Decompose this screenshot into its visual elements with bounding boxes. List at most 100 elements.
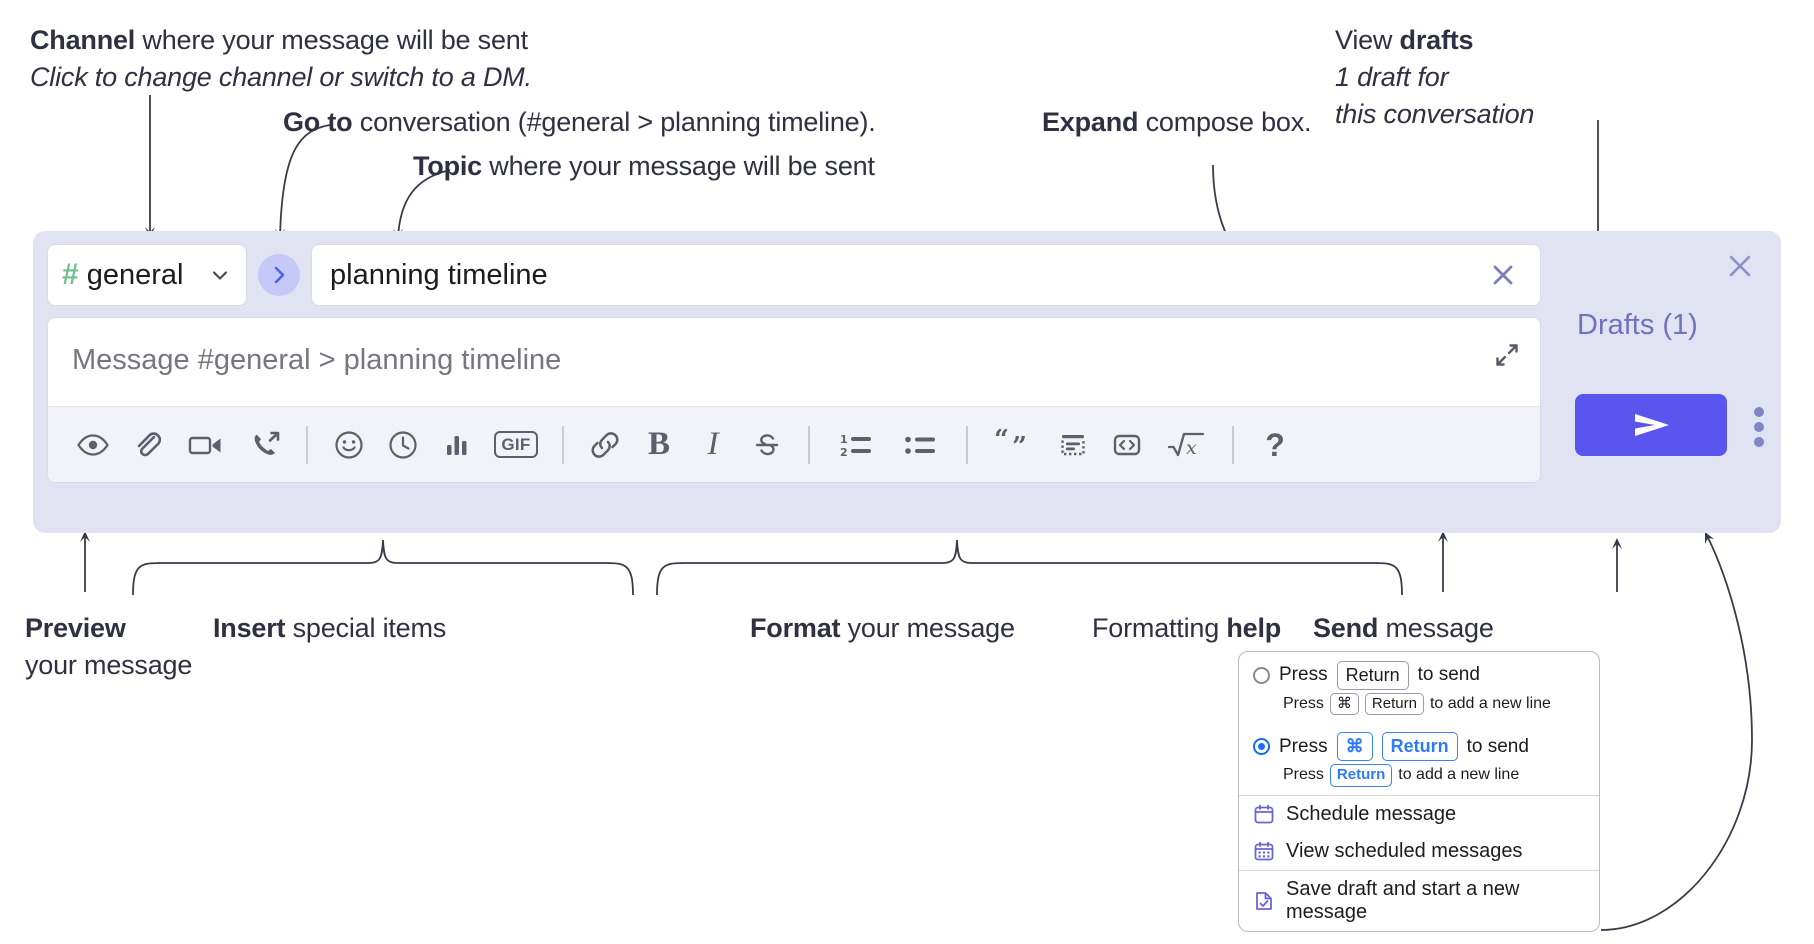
- formatting-help-icon[interactable]: ?: [1248, 418, 1302, 472]
- annotation-insert-rest: special items: [285, 613, 447, 643]
- menu-item-label: Save draft and start a new message: [1286, 877, 1520, 923]
- menu-option-cmd-return-to-send[interactable]: Press ⌘ Return to send: [1239, 723, 1599, 763]
- annotation-expand: Expand compose box.: [1042, 104, 1312, 141]
- italic-label: I: [707, 426, 719, 462]
- key-return: Return: [1329, 763, 1393, 787]
- calendar-grid-icon: [1253, 840, 1275, 862]
- annotation-goto-rest: conversation (#general > planning timeli…: [352, 107, 876, 137]
- annotation-drafts-italic2: this conversation: [1335, 99, 1535, 129]
- menu-item-label: Schedule message: [1286, 802, 1457, 825]
- bar-chart-icon[interactable]: [430, 418, 484, 472]
- annotation-channel: Channel where your message will be sent …: [30, 22, 532, 96]
- annotation-channel-bold: Channel: [30, 25, 136, 55]
- audio-call-icon[interactable]: [238, 418, 292, 472]
- menu-option1-press: Press: [1279, 664, 1328, 686]
- menu-option2-sub-tail: to add a new line: [1398, 766, 1520, 784]
- chevron-right-icon: [274, 266, 285, 284]
- link-icon[interactable]: [578, 418, 632, 472]
- message-placeholder: Message #general > planning timeline: [72, 344, 562, 376]
- annotation-help-bold: help: [1226, 613, 1282, 643]
- svg-text:1: 1: [840, 433, 848, 446]
- video-camera-icon[interactable]: [174, 418, 238, 472]
- close-icon: [1729, 255, 1751, 277]
- menu-option2-press: Press: [1279, 735, 1328, 757]
- svg-text:x: x: [1186, 437, 1197, 459]
- key-return: Return: [1364, 692, 1424, 716]
- menu-option2-sub-press: Press: [1283, 766, 1324, 784]
- italic-icon[interactable]: I: [686, 418, 740, 472]
- emoji-smiley-icon[interactable]: [322, 418, 376, 472]
- goto-conversation-button[interactable]: [258, 254, 300, 296]
- annotation-drafts-italic1: 1 draft for: [1335, 62, 1449, 92]
- compose-options-button[interactable]: [1746, 407, 1772, 447]
- svg-text:“: “: [994, 428, 1009, 455]
- menu-option1-subtext: Press ⌘ Return to add a new line: [1239, 692, 1599, 724]
- inline-code-icon[interactable]: [1100, 418, 1154, 472]
- panel-close-button[interactable]: [1723, 249, 1757, 283]
- radio-button-unselected[interactable]: [1253, 666, 1270, 684]
- save-draft-icon: [1253, 890, 1275, 912]
- calendar-schedule-icon: [1253, 803, 1275, 825]
- clock-icon[interactable]: [376, 418, 430, 472]
- menu-divider: [1239, 869, 1599, 871]
- more-vertical-icon-dot: [1754, 422, 1764, 432]
- expand-icon: [1496, 344, 1518, 366]
- blockquote-icon[interactable]: “”: [982, 418, 1046, 472]
- send-paper-plane-icon: [1635, 414, 1669, 436]
- annotation-send: Send message: [1313, 610, 1494, 647]
- math-sqrt-icon[interactable]: x: [1154, 418, 1218, 472]
- annotation-topic-rest: where your message will be sent: [482, 151, 875, 181]
- compose-options-menu: Press Return to send Press ⌘ Return to a…: [1238, 651, 1600, 932]
- compose-header-row: # general planning timeline: [47, 244, 1541, 306]
- toolbar-divider: [808, 425, 810, 464]
- toolbar-divider: [966, 425, 968, 464]
- menu-option1-sub-press: Press: [1283, 694, 1324, 712]
- preview-icon[interactable]: [66, 418, 120, 472]
- annotation-preview-line2: your message: [25, 650, 193, 680]
- compose-right-column: Drafts (1): [1563, 231, 1781, 533]
- annotation-format: Format your message: [750, 610, 1015, 647]
- annotation-help-plain: Formatting: [1092, 613, 1227, 643]
- topic-input[interactable]: planning timeline: [311, 244, 1541, 306]
- channel-selector[interactable]: # general: [47, 244, 247, 306]
- bold-icon[interactable]: B: [632, 418, 686, 472]
- svg-text:”: ”: [1012, 432, 1027, 462]
- compose-left-column: # general planning timeline: [47, 244, 1541, 483]
- annotation-insert-bold: Insert: [213, 613, 286, 643]
- menu-option-return-to-send[interactable]: Press Return to send: [1239, 652, 1599, 692]
- expand-compose-button[interactable]: [1492, 340, 1522, 375]
- radio-button-selected[interactable]: [1253, 738, 1270, 755]
- gif-icon[interactable]: GIF: [484, 418, 548, 472]
- annotation-topic: Topic where your message will be sent: [413, 148, 875, 185]
- menu-item-schedule-message[interactable]: Schedule message: [1239, 796, 1599, 833]
- formatting-help-label: ?: [1265, 426, 1285, 463]
- message-composer[interactable]: Message #general > planning timeline: [47, 317, 1541, 483]
- annotation-send-bold: Send: [1313, 613, 1379, 643]
- send-button[interactable]: [1575, 394, 1727, 456]
- annotation-drafts: View drafts 1 draft for this conversatio…: [1335, 22, 1534, 133]
- attachment-paperclip-icon[interactable]: [120, 418, 174, 472]
- code-block-icon[interactable]: [1046, 418, 1100, 472]
- annotation-preview-bold: Preview: [25, 613, 126, 643]
- annotation-goto-bold: Go to: [283, 107, 353, 137]
- topic-clear-button[interactable]: [1486, 258, 1526, 292]
- menu-item-save-draft[interactable]: Save draft and start a new message: [1239, 871, 1599, 931]
- strikethrough-icon[interactable]: [740, 418, 794, 472]
- menu-option1-sub-tail: to add a new line: [1429, 694, 1551, 712]
- drafts-link[interactable]: Drafts (1): [1577, 309, 1698, 341]
- menu-divider: [1239, 794, 1599, 796]
- bulleted-list-icon[interactable]: [888, 418, 952, 472]
- compose-panel: # general planning timeline: [33, 231, 1781, 533]
- annotation-help: Formatting help: [1092, 610, 1281, 647]
- menu-item-view-scheduled-messages[interactable]: View scheduled messages: [1239, 833, 1599, 870]
- annotation-format-bold: Format: [750, 613, 841, 643]
- annotation-topic-bold: Topic: [413, 151, 482, 181]
- gif-label: GIF: [494, 431, 538, 458]
- annotation-drafts-plain: View: [1335, 25, 1400, 55]
- toolbar-divider: [562, 425, 564, 464]
- svg-text:2: 2: [840, 446, 848, 459]
- key-return: Return: [1381, 732, 1458, 761]
- more-vertical-icon-dot: [1754, 407, 1764, 417]
